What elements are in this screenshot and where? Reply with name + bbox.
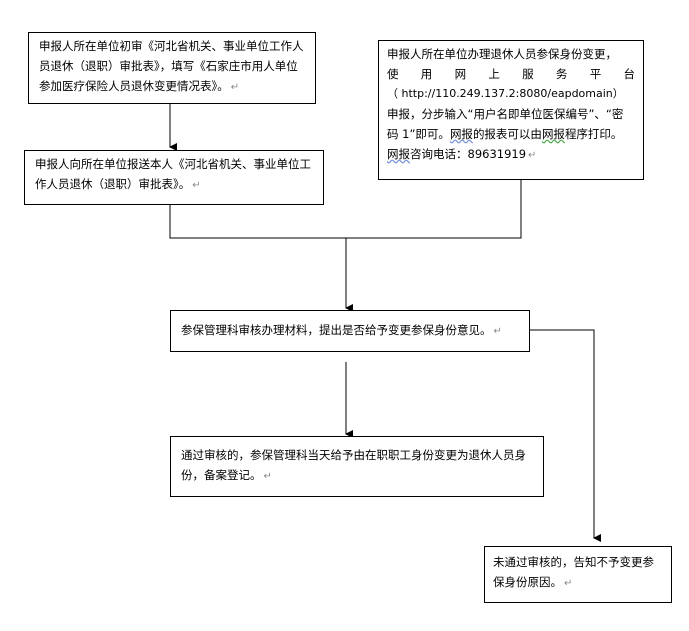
step2-box: 申报人向所在单位报送本人《河北省机关、事业单位工作人员退休（退职）审批表》。↵	[24, 150, 324, 205]
return-mark: ↵	[192, 180, 201, 191]
step4-box: 参保管理科审核办理材料，提出是否给予变更参保身份意见。↵	[170, 310, 530, 352]
step6-box: 未通过审核的，告知不予变更参保身份原因。↵	[484, 546, 672, 603]
return-mark: ↵	[564, 578, 573, 589]
return-mark: ↵	[263, 471, 272, 482]
step3-wangbao-3: 网报	[387, 147, 410, 161]
step3-wangbao-1: 网报	[449, 127, 473, 141]
step3-line5: 码 1”即可。	[387, 127, 450, 141]
return-mark: ↵	[493, 326, 502, 337]
step3-line1: 申报人所在单位办理退休人员参保身份变更，	[387, 47, 617, 61]
step5-box: 通过审核的，参保管理科当天给予由在职职工身份变更为退休人员身份，备案登记。↵	[170, 436, 544, 497]
return-mark: ↵	[230, 82, 240, 93]
step6-text: 未通过审核的，告知不予变更参保身份原因。	[493, 555, 654, 589]
step3-tail: 咨询电话：89631919	[410, 147, 527, 161]
step4-text: 参保管理科审核办理材料，提出是否给予变更参保身份意见。	[181, 323, 492, 337]
step5-text: 通过审核的，参保管理科当天给予由在职职工身份变更为退休人员身份，备案登记。	[181, 448, 526, 482]
step3-mid1: 的报表可以由	[472, 127, 542, 141]
step1-text: 申报人所在单位初审《河北省机关、事业单位工作人员退休（退职）审批表》，填写《石家…	[39, 39, 304, 93]
step3-box: 申报人所在单位办理退休人员参保身份变更， 使用网上服务平台 （ http://1…	[378, 40, 644, 180]
step2-text: 申报人向所在单位报送本人《河北省机关、事业单位工作人员退休（退职）审批表》。	[35, 157, 311, 191]
return-mark: ↵	[528, 150, 537, 161]
step3-line3: （ http://110.249.137.2:8080/eapdomain）	[387, 87, 624, 100]
step3-line4: 申报，分步输入“用户名即单位医保编号”、“密	[387, 107, 624, 121]
step3-line2: 使用网上服务平台	[387, 67, 635, 81]
arrow-step4-to-step6	[530, 329, 601, 542]
step3-mid2: 程序打印。	[564, 127, 623, 141]
step3-wangbao-2: 网报	[541, 127, 565, 141]
step1-box: 申报人所在单位初审《河北省机关、事业单位工作人员退休（退职）审批表》，填写《石家…	[28, 32, 316, 104]
